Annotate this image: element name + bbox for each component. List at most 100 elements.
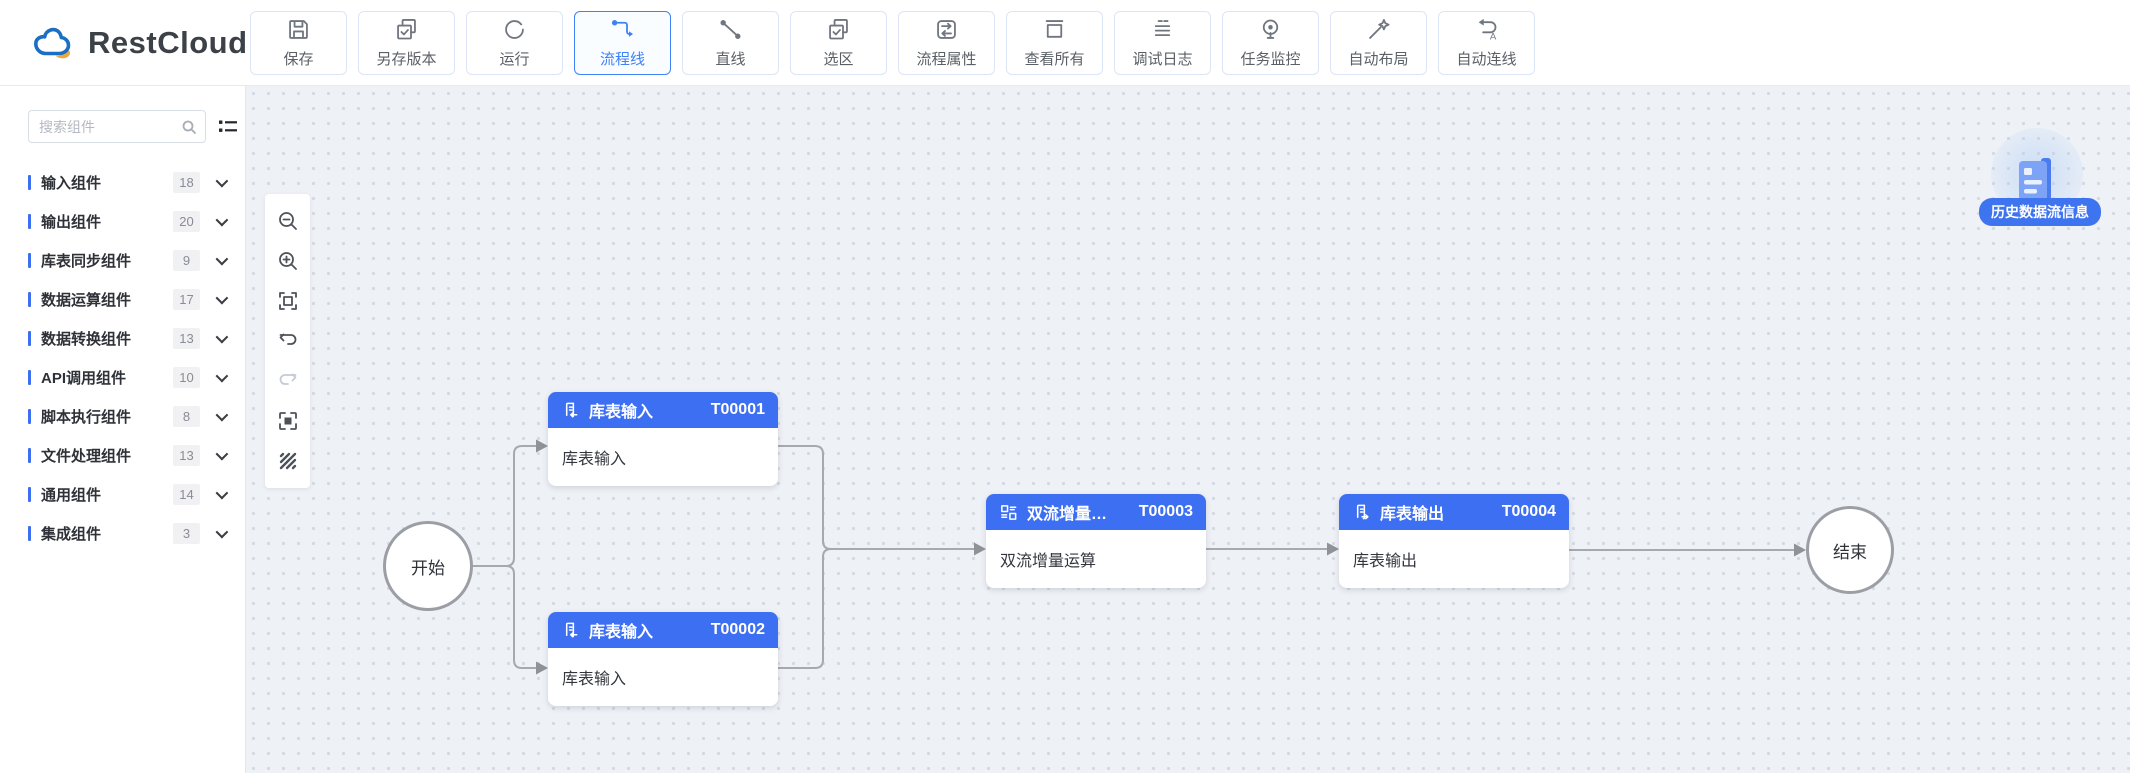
node-title: 库表输入 (589, 624, 654, 641)
sidebar-item-api-call-components[interactable]: API调用组件 10 (0, 358, 245, 397)
category-accent-bar (28, 526, 31, 541)
sidebar-item-integration-components[interactable]: 集成组件 3 (0, 514, 245, 553)
sidebar-item-file-process-components[interactable]: 文件处理组件 13 (0, 436, 245, 475)
node-body-text: 双流增量运算 (1000, 553, 1097, 570)
auto-layout-icon (1369, 19, 1390, 39)
chevron-down-icon (215, 408, 229, 422)
sidebar-item-table-sync-components[interactable]: 库表同步组件 9 (0, 241, 245, 280)
flow-canvas[interactable]: 开始 库表输入 T00001 库表输入 库表输入 T00002 库表输入 (246, 86, 2130, 773)
debug-log-button[interactable]: 调试日志 (1114, 10, 1211, 75)
undo-button[interactable] (268, 321, 308, 361)
list-view-toggle[interactable] (216, 115, 240, 139)
start-node[interactable]: 开始 (383, 521, 473, 611)
start-node-label: 开始 (411, 558, 445, 578)
toolbar-button-label: 直线 (715, 51, 746, 68)
toolbar: 保存 另存版本 运行 流程线 (250, 10, 1535, 75)
chevron-down-icon (215, 486, 229, 500)
toolbar-button-label: 另存版本 (376, 51, 437, 68)
hatch-grid-icon (279, 452, 296, 470)
sidebar-item-output-components[interactable]: 输出组件 20 (0, 202, 245, 241)
category-count-badge: 9 (173, 250, 200, 271)
category-label: 数据运算组件 (41, 292, 132, 309)
node-body-text: 库表输出 (1353, 553, 1418, 570)
sidebar-item-script-exec-components[interactable]: 脚本执行组件 8 (0, 397, 245, 436)
category-count-badge: 17 (173, 289, 200, 310)
sidebar-item-data-compute-components[interactable]: 数据运算组件 17 (0, 280, 245, 319)
node-t00001[interactable]: 库表输入 T00001 库表输入 (548, 392, 778, 486)
category-count-badge: 20 (173, 211, 200, 232)
toolbar-button-label: 自动布局 (1348, 51, 1409, 68)
chevron-down-icon (215, 525, 229, 539)
category-label: 脚本执行组件 (41, 409, 132, 426)
node-id: T00002 (710, 621, 765, 638)
undo-icon (279, 333, 296, 345)
history-dataflow-badge[interactable]: 历史数据流信息 (1969, 126, 2104, 226)
dual-stream-icon (1001, 504, 1017, 520)
brand-name: RestCloud (88, 24, 248, 60)
selection-button[interactable]: 选区 (790, 10, 887, 75)
flow-properties-button[interactable]: 流程属性 (898, 10, 995, 75)
category-label: API调用组件 (41, 370, 127, 387)
category-count-badge: 10 (173, 367, 200, 388)
search-input[interactable] (39, 118, 181, 135)
auto-layout-button[interactable]: 自动布局 (1330, 10, 1427, 75)
zoom-out-button[interactable] (268, 201, 308, 241)
toolbar-button-label: 流程属性 (916, 51, 977, 68)
flow-edges (473, 439, 1806, 675)
category-count-badge: 14 (173, 484, 200, 505)
chevron-down-icon (215, 174, 229, 188)
fit-view-icon (278, 292, 297, 310)
run-button[interactable]: 运行 (466, 10, 563, 75)
sidebar-item-input-components[interactable]: 输入组件 18 (0, 163, 245, 202)
search-icon (182, 120, 196, 134)
chevron-down-icon (215, 213, 229, 227)
top-bar: RestCloud 保存 另存版本 运行 (0, 0, 2130, 86)
category-accent-bar (28, 370, 31, 385)
zoom-out-icon (278, 212, 297, 230)
toolbar-button-label: 选区 (823, 51, 854, 68)
category-accent-bar (28, 448, 31, 463)
category-count-badge: 13 (173, 445, 200, 466)
chevron-down-icon (215, 447, 229, 461)
zoom-in-icon (278, 252, 297, 270)
task-monitor-button[interactable]: 任务监控 (1222, 10, 1319, 75)
node-t00003[interactable]: 双流增量… T00003 双流增量运算 (986, 494, 1206, 588)
table-input-icon (565, 402, 578, 417)
table-output-icon (1356, 504, 1369, 519)
node-title: 双流增量… (1027, 506, 1108, 523)
chevron-down-icon (215, 369, 229, 383)
toolbar-button-label: 运行 (499, 51, 530, 68)
chevron-down-icon (215, 330, 229, 344)
category-accent-bar (28, 214, 31, 229)
category-label: 库表同步组件 (41, 253, 132, 270)
view-all-button[interactable]: 查看所有 (1006, 10, 1103, 75)
node-t00004[interactable]: 库表输出 T00004 库表输出 (1339, 494, 1569, 588)
fit-view-button[interactable] (268, 281, 308, 321)
save-as-icon (397, 19, 416, 40)
sidebar-item-general-components[interactable]: 通用组件 14 (0, 475, 245, 514)
zoom-in-button[interactable] (268, 241, 308, 281)
node-t00002[interactable]: 库表输入 T00002 库表输入 (548, 612, 778, 706)
auto-connect-button[interactable]: A 自动连线 (1438, 10, 1535, 75)
straight-line-button[interactable]: 直线 (682, 10, 779, 75)
category-count-badge: 3 (173, 523, 200, 544)
save-as-button[interactable]: 另存版本 (358, 10, 455, 75)
category-label: 数据转换组件 (41, 331, 132, 348)
category-accent-bar (28, 292, 31, 307)
view-all-icon (1045, 20, 1064, 38)
end-node[interactable]: 结束 (1806, 506, 1894, 594)
flow-line-button[interactable]: 流程线 (574, 10, 671, 75)
focus-selection-button[interactable] (268, 401, 308, 441)
node-id: T00003 (1138, 503, 1193, 520)
category-count-badge: 13 (173, 328, 200, 349)
node-header: 双流增量… T00003 (986, 494, 1206, 530)
category-count-badge: 8 (173, 406, 200, 427)
save-button[interactable]: 保存 (250, 10, 347, 75)
redo-button[interactable] (268, 361, 308, 401)
category-label: 文件处理组件 (41, 448, 132, 465)
node-title: 库表输入 (589, 404, 654, 421)
node-id: T00004 (1501, 503, 1556, 520)
hatch-grid-button[interactable] (268, 441, 308, 481)
component-sidebar: 输入组件 18 输出组件 20 库表同步组件 9 数据运算组件 17 数据转换组… (0, 86, 246, 773)
sidebar-item-data-transform-components[interactable]: 数据转换组件 13 (0, 319, 245, 358)
